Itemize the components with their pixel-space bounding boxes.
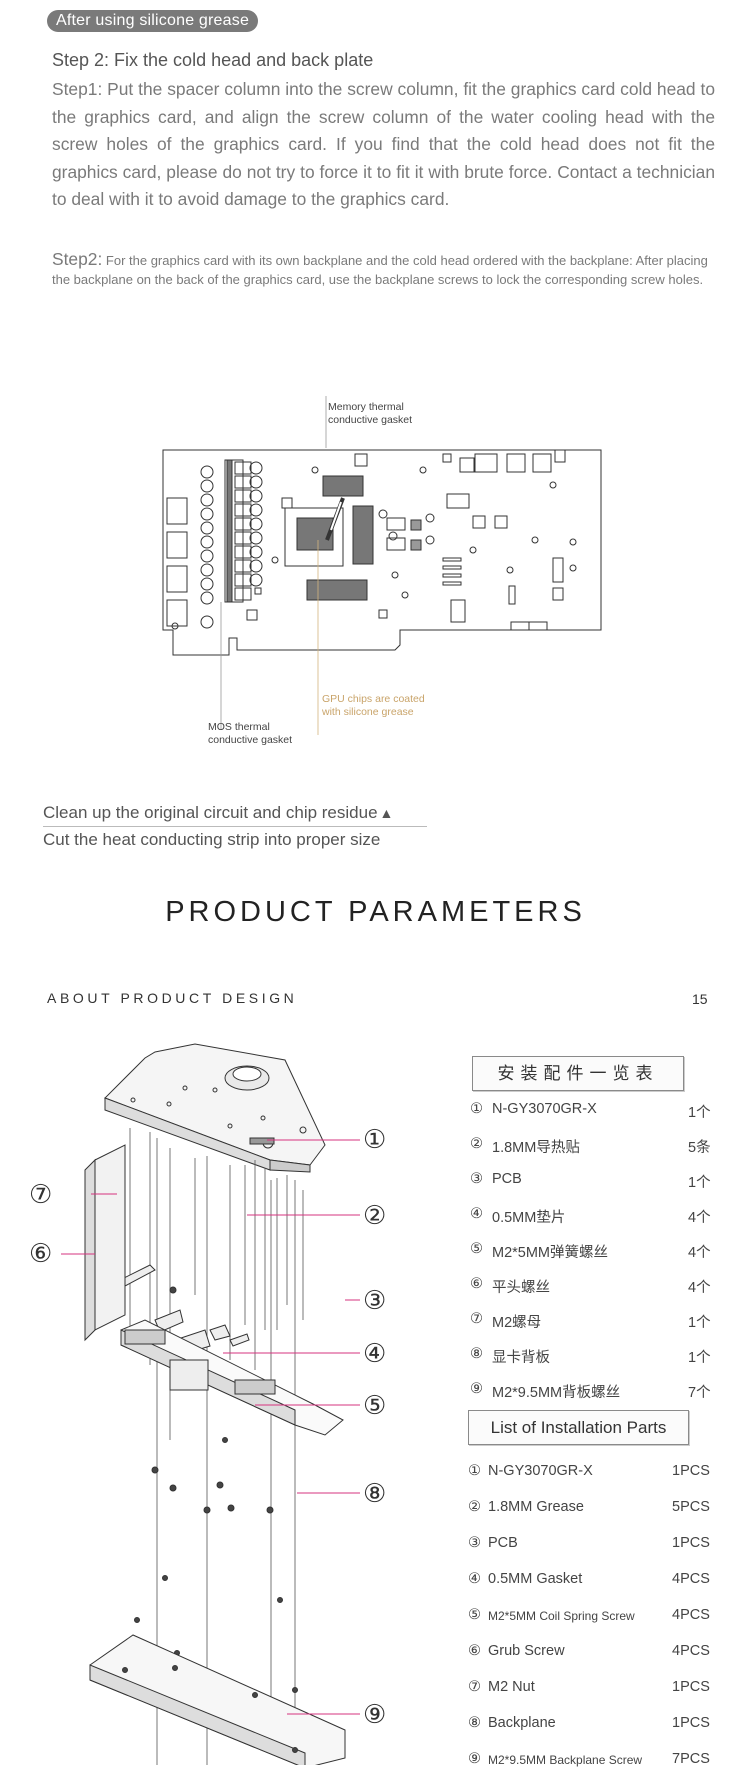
mos-column [234,461,252,601]
mos-note-line1: MOS thermal [208,721,270,733]
callout-numbers: ① ② ③ ④ ⑤ ⑥ ⑦ ⑧ ⑨ [29,1124,386,1729]
mos-note-line2: conductive gasket [208,734,292,746]
en-table-header: List of Installation Parts [468,1410,689,1445]
section-title: PRODUCT PARAMETERS [165,896,586,928]
gpu-note-line1: GPU chips are coated [322,693,425,705]
pcb-board [84,1144,344,1436]
callout-3: ③ [363,1285,386,1315]
clean-up-note: Clean up the original circuit and chip r… [43,803,393,823]
page-number: 15 [692,991,708,1007]
triangle-icon: ▲ [379,805,394,821]
water-block [104,1043,326,1173]
capacitor-column-left [200,461,263,629]
callout-4: ④ [363,1338,386,1368]
cn-table-header: 安装配件一览表 [472,1056,684,1091]
divider [43,826,427,827]
callout-2: ② [363,1200,386,1230]
section-badge: After using silicone grease [47,10,259,32]
cut-strip-note: Cut the heat conducting strip into prope… [43,830,381,849]
callout-1: ① [363,1124,386,1154]
step2-paragraph: Step2: For the graphics card with its ow… [52,250,715,289]
exploded-view-diagram: ① ② ③ ④ ⑤ ⑥ ⑦ ⑧ ⑨ [29,1043,386,1765]
memory-note-line2: conductive gasket [328,414,412,426]
memory-note-line1: Memory thermal [328,401,404,413]
step-title: Step 2: Fix the cold head and back plate [52,50,374,70]
gpu-board-diagram: Memory thermal conductive gasket GPU chi… [162,396,602,746]
callout-5: ⑤ [363,1390,386,1420]
step1-paragraph: Step1: Put the spacer column into the sc… [52,79,715,210]
gpu-note-line2: with silicone grease [321,706,414,718]
callout-6: ⑥ [29,1238,52,1268]
callout-7: ⑦ [29,1179,52,1209]
backplane [89,1634,346,1765]
clean-up-text: Clean up the original circuit and chip r… [43,803,378,822]
callout-9: ⑨ [363,1699,386,1729]
step2-body: For the graphics card with its own backp… [52,253,708,287]
step2-label: Step2: [52,249,103,269]
callout-8: ⑧ [363,1478,386,1508]
about-heading: ABOUT PRODUCT DESIGN [47,990,298,1006]
